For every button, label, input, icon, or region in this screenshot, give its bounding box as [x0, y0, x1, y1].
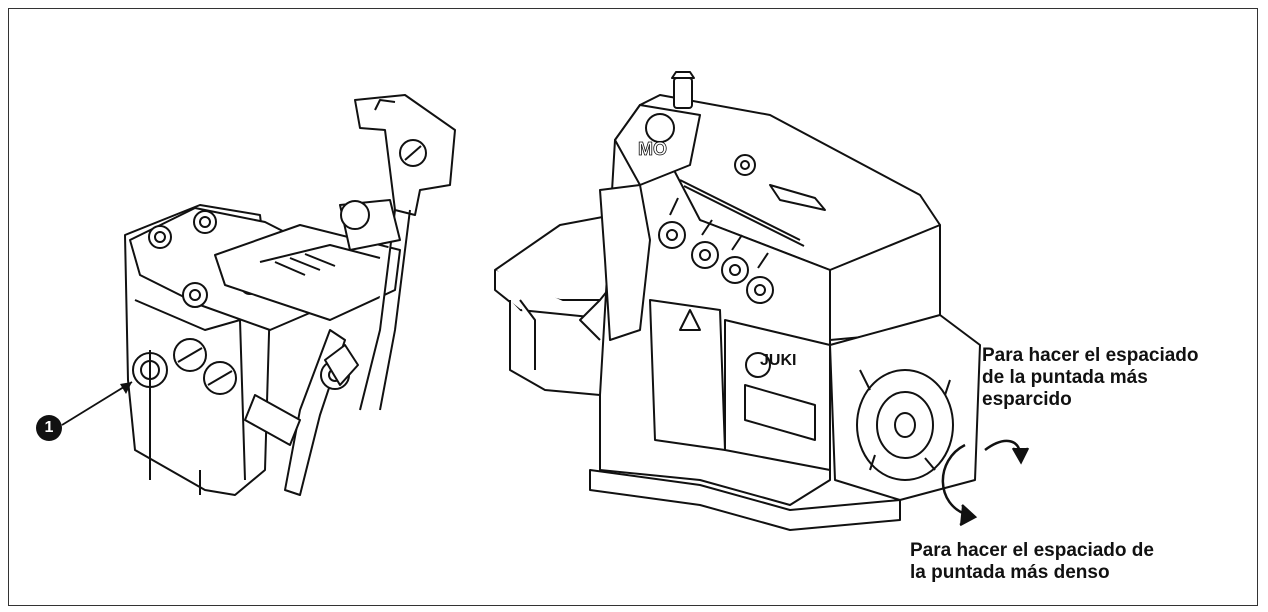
callout-leader-arrow [61, 381, 133, 426]
label-sparse-line3: esparcido [982, 389, 1072, 410]
label-dense-line1: Para hacer el espaciado de [910, 540, 1154, 561]
rotation-arrow-icon [941, 439, 1030, 527]
tension-knob-row [658, 197, 774, 304]
callout-number-badge: 1 [36, 415, 62, 441]
overlock-machine [494, 71, 981, 531]
label-sparse-stitch: Para hacer el espaciado de la puntada má… [982, 345, 1268, 411]
brand-logo: JUKI [760, 352, 796, 369]
label-dense-stitch: Para hacer el espaciado de la puntada má… [910, 540, 1250, 584]
label-dense-line2: la puntada más denso [910, 562, 1110, 583]
feed-mechanism-closeup [124, 94, 456, 496]
model-logo: MO [638, 139, 667, 159]
figure-frame [8, 8, 1258, 606]
label-sparse-line1: Para hacer el espaciado [982, 345, 1199, 366]
label-sparse-line2: de la puntada más [982, 367, 1148, 388]
